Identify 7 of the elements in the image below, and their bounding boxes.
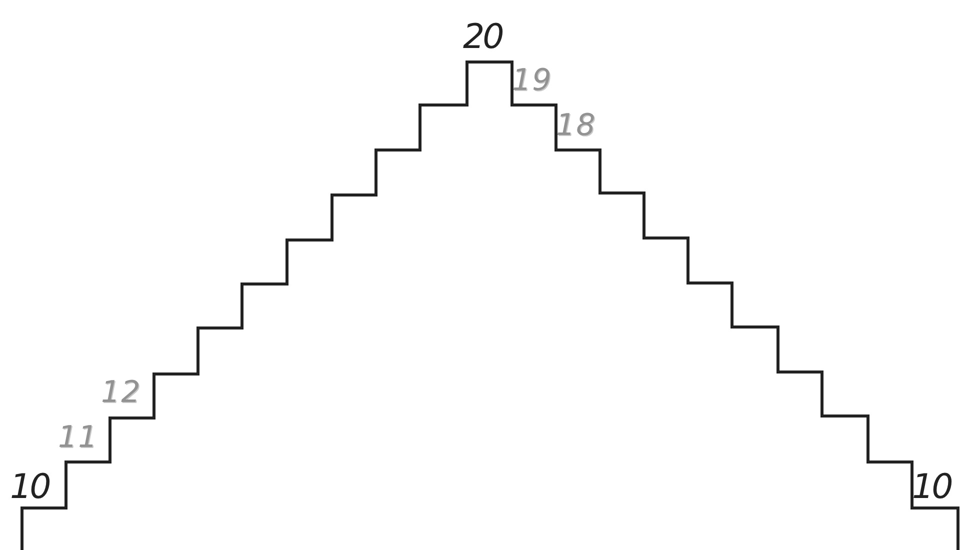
step-number: 11 [58,423,98,453]
step-number: 10 [912,470,952,504]
step-number: 10 [10,470,50,504]
step-number: 19 [512,66,552,96]
step-number: 12 [101,378,142,408]
step-number: 20 [463,20,502,54]
step-number: 18 [556,111,596,141]
